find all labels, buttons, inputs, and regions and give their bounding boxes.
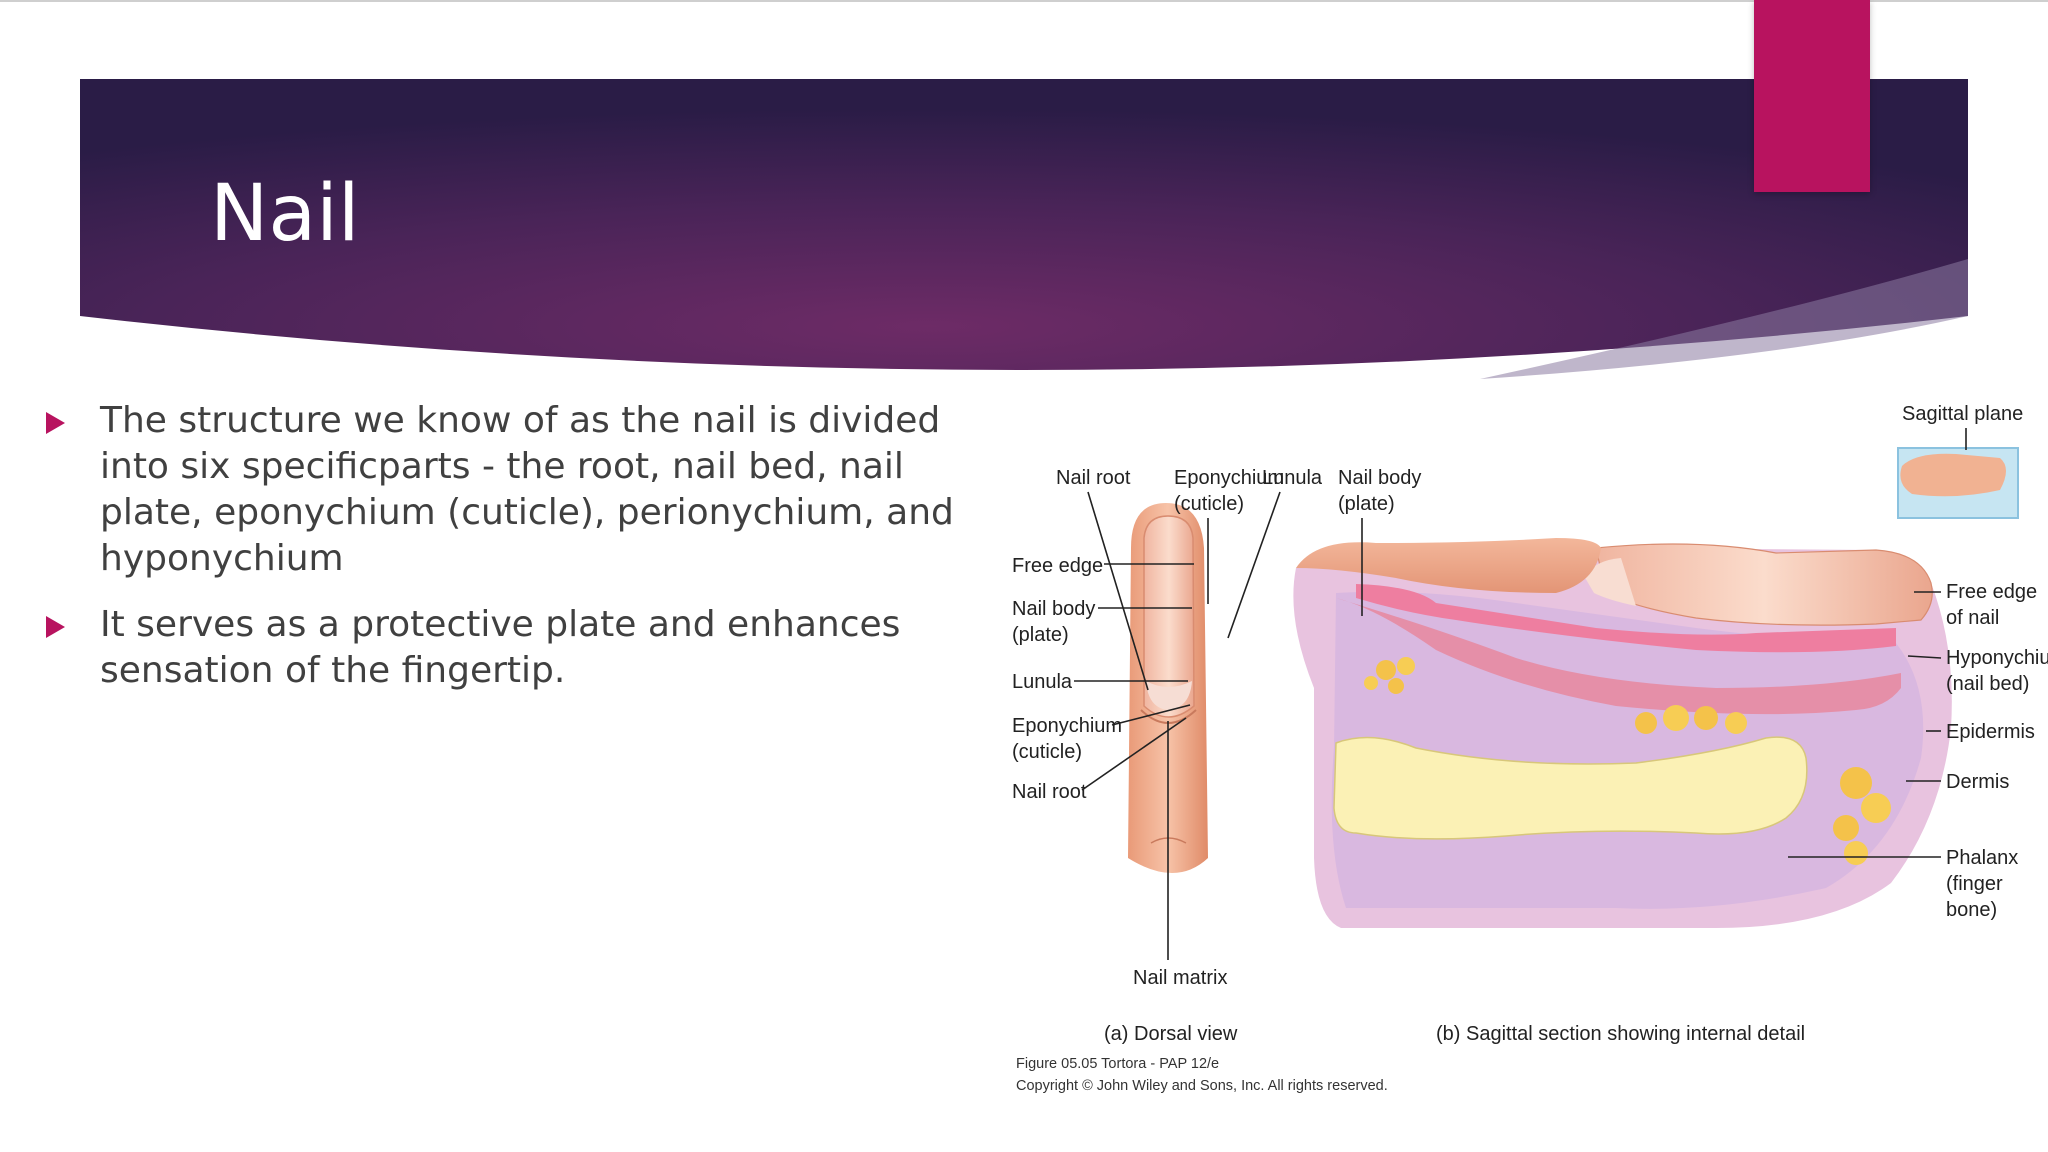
bullet-item: The structure we know of as the nail is … (40, 398, 1000, 582)
label-nail-body-plate: (plate) (1012, 624, 1069, 646)
label-hyponychium: Hyponychium (1946, 647, 2048, 669)
label-hyponychium-nail-bed: (nail bed) (1946, 673, 2029, 695)
label-phalanx-bone: bone) (1946, 899, 1997, 921)
nail-anatomy-figure: Free edge Nail body (plate) Lunula Epony… (996, 388, 2048, 1104)
bullet-text: The structure we know of as the nail is … (100, 400, 954, 579)
bullet-text: It serves as a protective plate and enha… (100, 604, 901, 691)
label-free-edge: Free edge (1012, 555, 1103, 577)
label-phalanx-finger: (finger (1946, 873, 2003, 895)
top-border-line (0, 0, 2048, 2)
accent-tab (1754, 0, 1870, 192)
slide-title: Nail (210, 169, 360, 259)
figure-copyright: Copyright © John Wiley and Sons, Inc. Al… (1016, 1078, 1388, 1094)
label-sagittal-eponychium-cuticle: (cuticle) (1174, 493, 1244, 515)
bullet-list: The structure we know of as the nail is … (40, 398, 1000, 714)
label-eponychium-cuticle: (cuticle) (1012, 741, 1082, 763)
label-sagittal-eponychium: Eponychium (1174, 467, 1284, 489)
label-free-edge-of-nail: Free edge (1946, 581, 2037, 603)
label-nail-root: Nail root (1012, 781, 1087, 803)
label-dermis: Dermis (1946, 771, 2009, 793)
triangle-bullet-icon (46, 616, 65, 638)
bullet-item: It serves as a protective plate and enha… (40, 602, 1000, 694)
label-nail-matrix: Nail matrix (1133, 967, 1227, 989)
label-epidermis: Epidermis (1946, 721, 2035, 743)
caption-dorsal-view: (a) Dorsal view (1104, 1023, 1238, 1045)
label-sagittal-plane: Sagittal plane (1902, 403, 2023, 425)
fingertip-thumbnail-icon (1900, 453, 2006, 497)
figure-credit: Figure 05.05 Tortora - PAP 12/e (1016, 1056, 1219, 1072)
title-banner (80, 79, 1968, 381)
label-eponychium: Eponychium (1012, 715, 1122, 737)
label-lunula: Lunula (1012, 671, 1073, 693)
label-nail-body: Nail body (1012, 598, 1095, 620)
label-phalanx: Phalanx (1946, 847, 2018, 869)
label-sagittal-lunula: Lunula (1262, 467, 1323, 489)
sagittal-section-drawing (1293, 538, 1952, 928)
dorsal-finger-drawing (1128, 503, 1208, 873)
label-sagittal-nail-body: Nail body (1338, 467, 1421, 489)
label-free-edge-of-nail-2: of nail (1946, 607, 1999, 629)
label-sagittal-nail-root: Nail root (1056, 467, 1131, 489)
triangle-bullet-icon (46, 412, 65, 434)
label-sagittal-nail-body-plate: (plate) (1338, 493, 1395, 515)
caption-sagittal-section: (b) Sagittal section showing internal de… (1436, 1023, 1805, 1045)
